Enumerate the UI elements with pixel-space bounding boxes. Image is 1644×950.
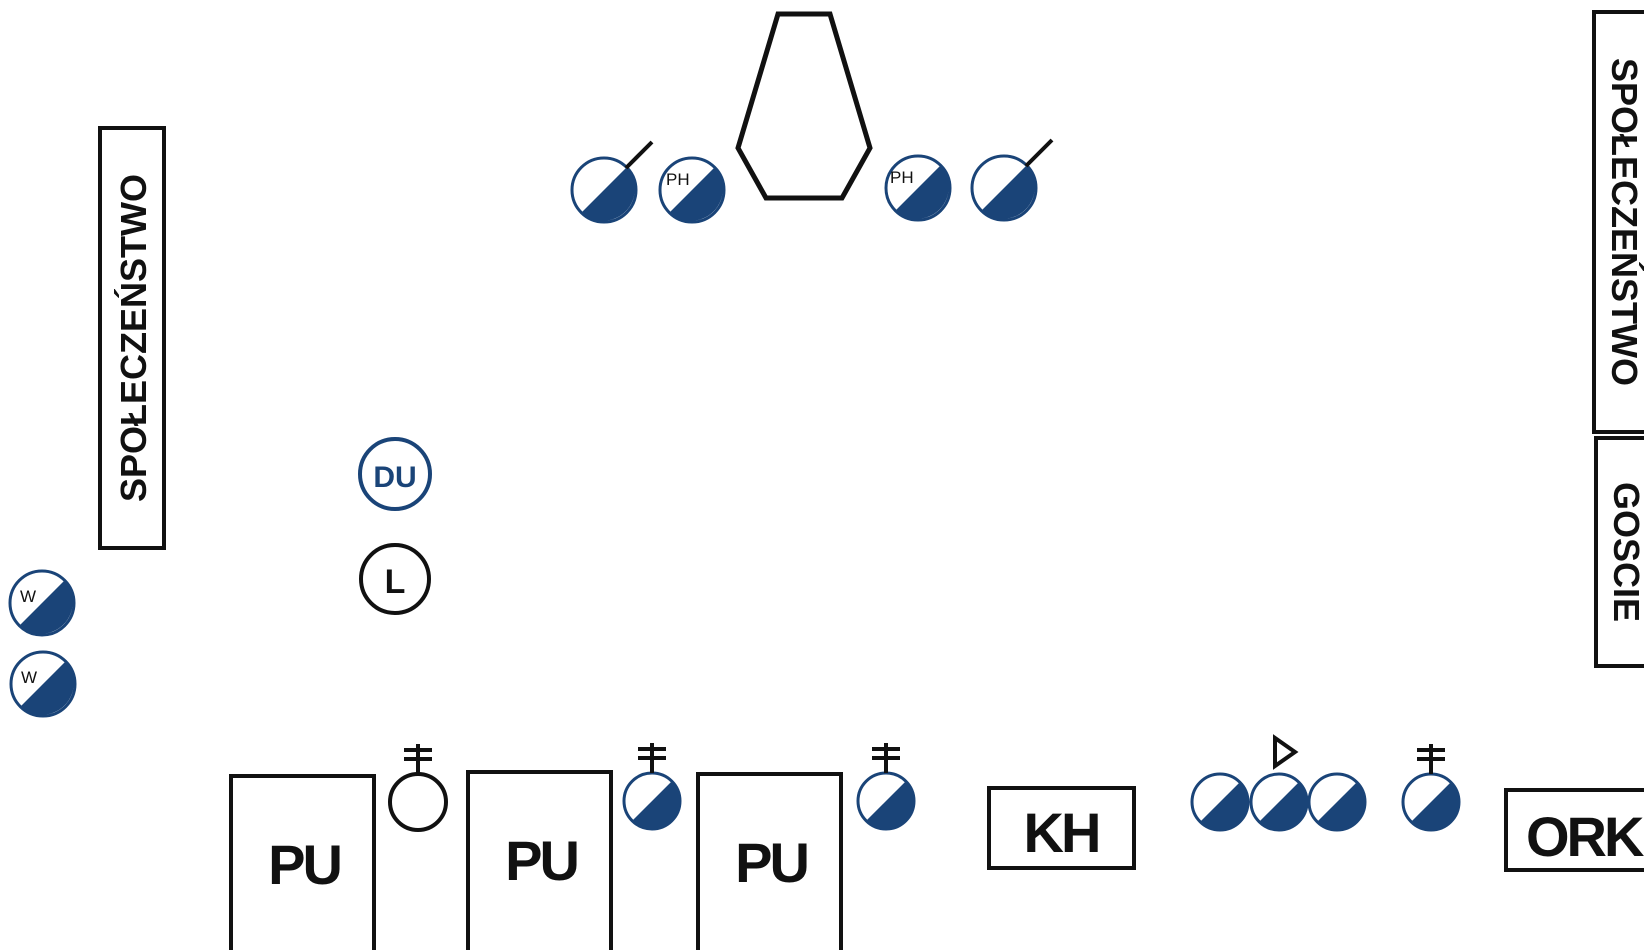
pu-box-1: PU: [229, 774, 376, 950]
pu-3-label: PU: [735, 831, 807, 894]
w-top-label: W: [20, 587, 36, 606]
du-marker: DU: [358, 437, 432, 511]
w-marker-top: W: [8, 569, 76, 637]
pu-2-label: PU: [505, 829, 577, 892]
pu-1-label: PU: [268, 833, 340, 896]
ork-label: ORK: [1526, 805, 1644, 868]
l-marker: L: [359, 543, 431, 615]
pu-box-2: PU: [466, 770, 613, 950]
ph-left-label: PH: [666, 170, 690, 189]
hexagon-shape: [735, 11, 873, 201]
group-marker-1: [1190, 772, 1250, 832]
right-society-label: SPOŁECZEŃSTWO: [1604, 58, 1644, 386]
right-guests-box: GOSCIE: [1594, 436, 1644, 668]
kh-label: KH: [1024, 801, 1099, 864]
right-guests-label: GOSCIE: [1606, 482, 1644, 622]
group-marker-2: [1249, 734, 1309, 832]
top-right-flag-marker: [970, 138, 1054, 222]
ph-right-label: PH: [890, 168, 914, 187]
group-marker-3: [1307, 772, 1367, 832]
l-label: L: [385, 563, 406, 601]
right-society-box: SPOŁECZEŃSTWO: [1592, 10, 1644, 434]
kh-box: KH: [987, 786, 1136, 870]
top-left-ph-marker: PH: [658, 156, 726, 224]
cross-circle-half-3: [1401, 742, 1461, 832]
left-society-box: SPOŁECZEŃSTWO: [98, 126, 166, 550]
cross-circle-half-1: [622, 741, 682, 831]
ork-box: ORK: [1504, 788, 1644, 872]
cross-circle-half-2: [856, 741, 916, 831]
pu-box-3: PU: [696, 772, 843, 950]
w-marker-bottom: W: [9, 650, 77, 718]
top-right-ph-marker: PH: [884, 154, 952, 222]
top-left-flag-marker: [570, 140, 654, 224]
cross-circle-empty: [388, 742, 448, 832]
left-society-label: SPOŁECZEŃSTWO: [113, 174, 154, 502]
w-bottom-label: W: [21, 668, 37, 687]
du-label: DU: [373, 461, 416, 494]
